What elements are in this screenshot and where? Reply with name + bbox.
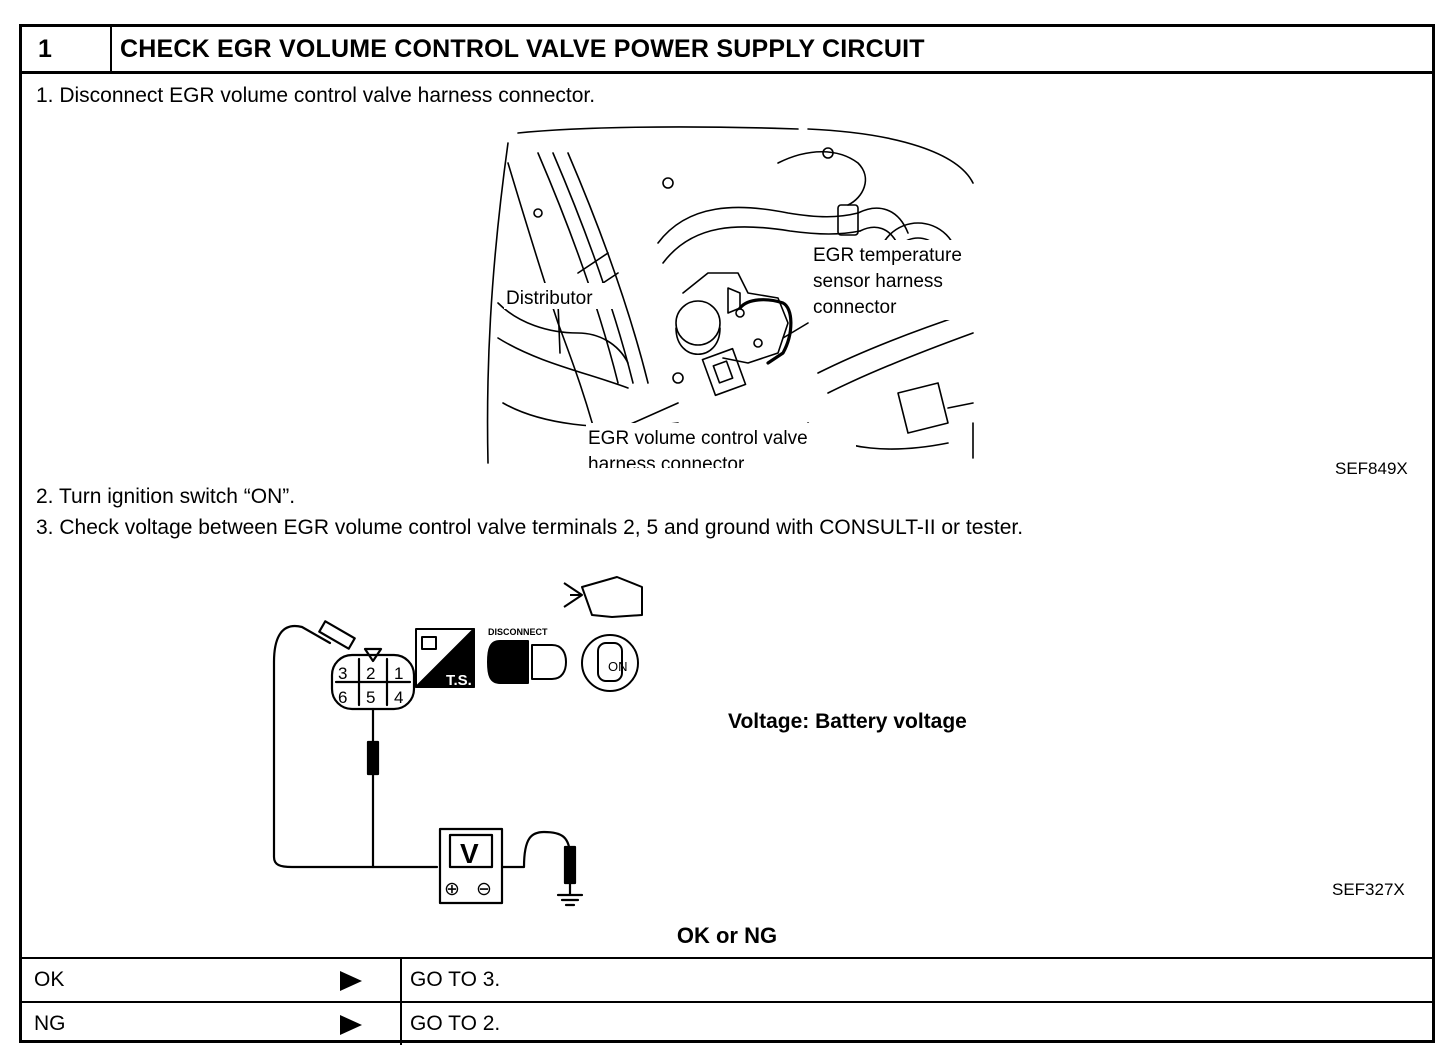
pin-5: 5 <box>366 688 375 707</box>
label-egr-temp-3: connector <box>813 297 897 318</box>
step-1-text: 1. Disconnect EGR volume control valve h… <box>36 84 596 107</box>
result-row-ng: NG GO TO 2. <box>22 1001 1432 1045</box>
meter-v-label: V <box>460 838 479 869</box>
procedure-title: CHECK EGR VOLUME CONTROL VALVE POWER SUP… <box>120 35 925 63</box>
arrow-right-icon <box>340 1015 362 1035</box>
step-number: 1 <box>22 27 112 71</box>
label-egr-vol-1: EGR volume control valve <box>588 428 808 449</box>
result-status-ng: NG <box>34 1012 66 1035</box>
arrow-right-icon <box>340 971 362 991</box>
disconnect-label: DISCONNECT <box>488 627 548 637</box>
procedure-header: 1 CHECK EGR VOLUME CONTROL VALVE POWER S… <box>22 27 1432 74</box>
result-status-ok: OK <box>34 968 65 991</box>
key-on-icon <box>581 634 639 692</box>
result-row-ok: OK GO TO 3. <box>22 957 1432 1003</box>
meter-plus-terminal: ⊕ <box>444 879 460 900</box>
result-divider <box>400 959 402 1003</box>
figure-2-code: SEF327X <box>1332 880 1405 899</box>
voltage-spec: Voltage: Battery voltage <box>728 710 967 733</box>
pin-1: 1 <box>394 664 403 683</box>
pin-6: 6 <box>338 688 347 707</box>
figure-1-code: SEF849X <box>1335 459 1408 478</box>
procedure-frame: 1 CHECK EGR VOLUME CONTROL VALVE POWER S… <box>19 24 1435 1045</box>
voltage-test-diagram: 3 2 1 6 5 4 V ⊕ ⊖ <box>272 620 584 907</box>
pin-2: 2 <box>366 664 375 683</box>
pin-3: 3 <box>338 664 347 683</box>
result-action-ng: GO TO 2. <box>410 1012 501 1035</box>
engine-bay-illustration: Distributor EGR temperature sensor harne… <box>486 126 978 468</box>
result-action-ok: GO TO 3. <box>410 968 501 991</box>
key-on-label: ON <box>608 659 628 674</box>
label-egr-temp-2: sensor harness <box>813 271 943 292</box>
engine-icon <box>581 576 643 618</box>
label-distributor: Distributor <box>506 288 593 309</box>
label-egr-temp-1: EGR temperature <box>813 245 962 266</box>
step-2-text: 2. Turn ignition switch “ON”. <box>36 485 296 508</box>
pin-4: 4 <box>394 688 403 707</box>
step-3-text: 3. Check voltage between EGR volume cont… <box>36 516 1024 539</box>
result-prompt: OK or NG <box>676 923 778 948</box>
meter-minus-terminal: ⊖ <box>476 879 492 900</box>
label-egr-vol-2: harness connector <box>588 454 745 468</box>
ts-label: T.S. <box>446 672 472 689</box>
condition-icons: T.S. DISCONNECT ON <box>415 576 643 692</box>
result-divider <box>400 1003 402 1045</box>
disconnect-icon <box>487 640 529 684</box>
